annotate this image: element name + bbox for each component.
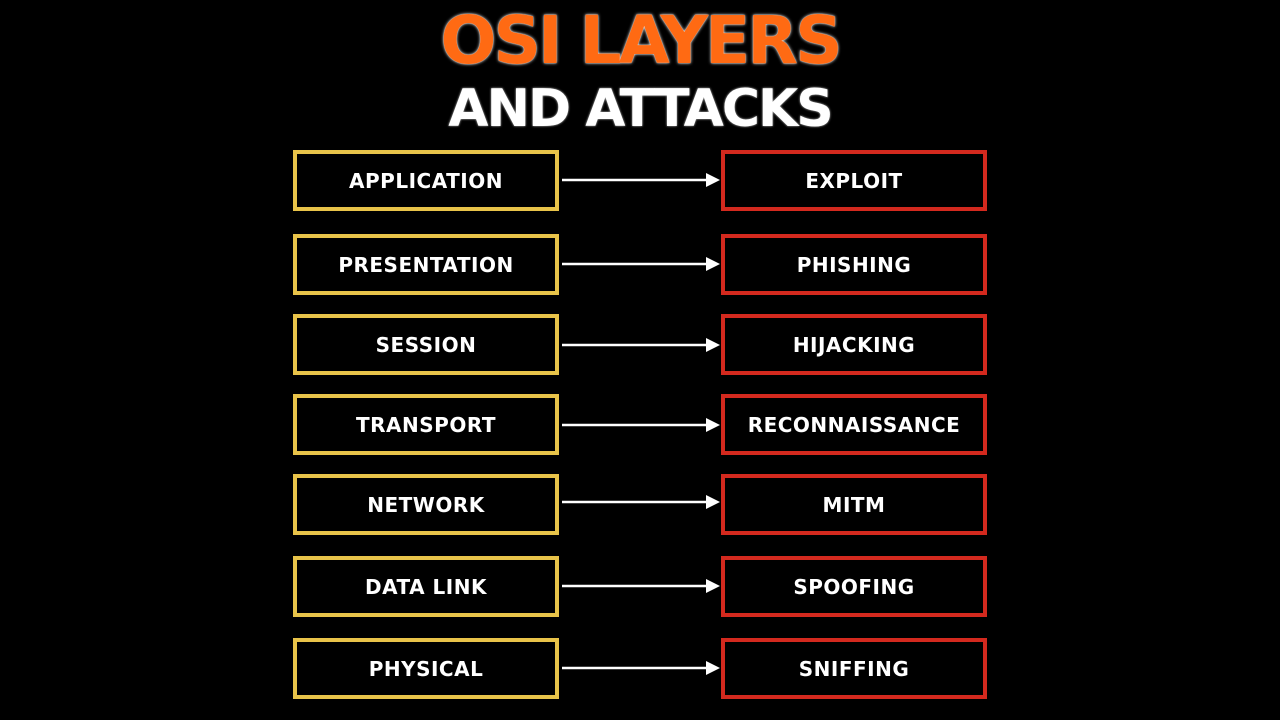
- layer-box-data-link: DATA LINK: [293, 556, 559, 617]
- layer-box-session: SESSION: [293, 314, 559, 375]
- attack-box-sniffing: SNIFFING: [721, 638, 987, 699]
- arrow-icon: [562, 579, 720, 593]
- layer-box-physical: PHYSICAL: [293, 638, 559, 699]
- layer-box-presentation: PRESENTATION: [293, 234, 559, 295]
- attack-box-phishing: PHISHING: [721, 234, 987, 295]
- arrow-icon: [562, 338, 720, 352]
- arrow-icon: [562, 495, 720, 509]
- attack-box-exploit: EXPLOIT: [721, 150, 987, 211]
- layer-box-network: NETWORK: [293, 474, 559, 535]
- layer-box-transport: TRANSPORT: [293, 394, 559, 455]
- arrow-icon: [562, 173, 720, 187]
- diagram-title: OSI LAYERS: [440, 2, 842, 79]
- layer-box-application: APPLICATION: [293, 150, 559, 211]
- arrow-icon: [562, 661, 720, 675]
- arrow-icon: [562, 257, 720, 271]
- arrow-icon: [562, 418, 720, 432]
- attack-box-hijacking: HIJACKING: [721, 314, 987, 375]
- attack-box-mitm: MITM: [721, 474, 987, 535]
- diagram-subtitle: AND ATTACKS: [448, 79, 834, 139]
- attack-box-reconnaissance: RECONNAISSANCE: [721, 394, 987, 455]
- attack-box-spoofing: SPOOFING: [721, 556, 987, 617]
